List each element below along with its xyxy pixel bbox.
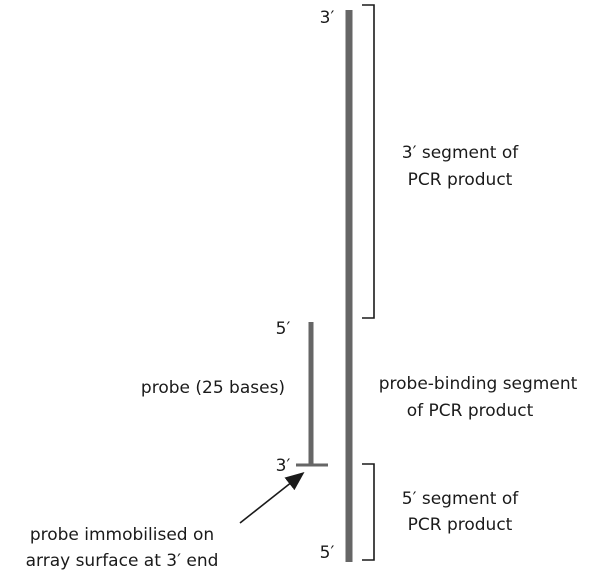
lower-segment-label-line1: 5′ segment of — [402, 489, 519, 509]
annotation-line2: array surface at 3′ end — [26, 551, 219, 571]
upper-segment-bracket — [362, 4, 375, 319]
annotation-line1: probe immobilised on — [30, 525, 214, 545]
middle-segment-label-line2: of PCR product — [407, 401, 534, 421]
middle-segment-label-line1: probe-binding segment — [379, 374, 578, 394]
upper-segment-label-line1: 3′ segment of — [402, 143, 519, 163]
probe-5prime-label: 5′ — [276, 319, 291, 339]
lower-segment-bracket — [362, 463, 375, 561]
pcr-strand-3prime-label: 3′ — [320, 8, 335, 28]
upper-segment-label-line2: PCR product — [408, 170, 513, 190]
probe-3prime-label: 3′ — [276, 456, 291, 476]
probe-label: probe (25 bases) — [141, 378, 285, 398]
lower-segment-label-line2: PCR product — [408, 515, 513, 535]
immobilisation-arrow — [239, 472, 305, 524]
pcr-strand-5prime-label: 5′ — [320, 543, 335, 563]
